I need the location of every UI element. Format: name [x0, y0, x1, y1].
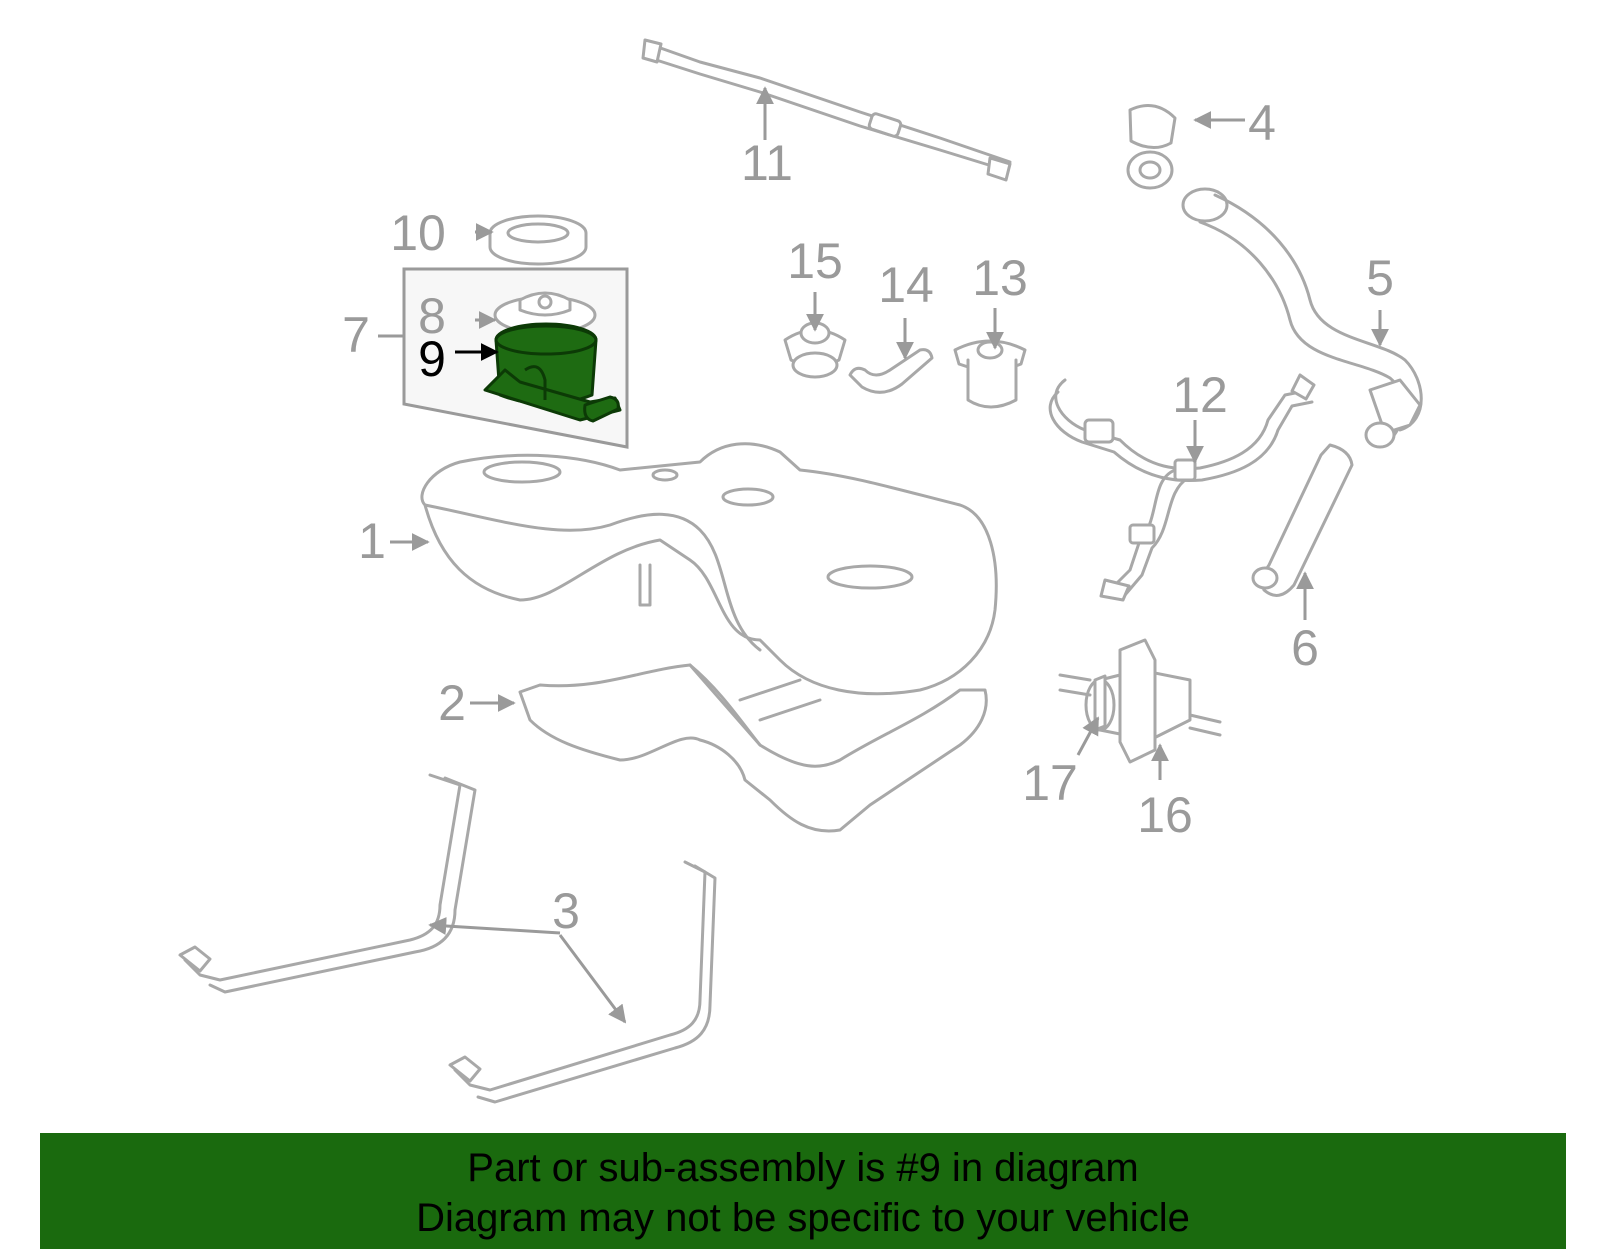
part-11-harness	[641, 38, 1012, 182]
callout-4: 4	[1248, 95, 1276, 151]
callout-16: 16	[1137, 787, 1193, 843]
part-4-cap	[1126, 104, 1177, 190]
part-15-valve	[783, 321, 847, 379]
callout-1: 1	[358, 513, 386, 569]
banner-line-2: Diagram may not be specific to your vehi…	[416, 1196, 1190, 1240]
part-13-filter	[953, 339, 1027, 409]
callout-12: 12	[1172, 367, 1228, 423]
callout-9-highlighted: 9	[418, 331, 446, 387]
part-12-vapor-lines	[1048, 373, 1316, 602]
callout-5: 5	[1366, 250, 1394, 306]
part-5-filler-pipe	[1181, 187, 1423, 449]
callout-6: 6	[1291, 620, 1319, 676]
callout-3: 3	[552, 883, 580, 939]
callout-17: 17	[1022, 755, 1078, 811]
callout-13: 13	[972, 250, 1028, 306]
part-3-strap-left	[178, 773, 477, 994]
part-1-fuel-tank	[420, 442, 998, 696]
part-14-hose	[848, 348, 934, 394]
part-9-fuel-pump-highlighted	[483, 322, 622, 423]
part-2-heat-shield	[518, 663, 988, 833]
callout-7: 7	[342, 307, 370, 363]
parts-diagram: 11 4 5 6 12 13 14 15 10 8 9 7 1 2 17 16 …	[178, 38, 1423, 1104]
callout-15: 15	[787, 233, 843, 289]
info-banner: Part or sub-assembly is #9 in diagram Di…	[40, 1133, 1566, 1249]
callout-10: 10	[390, 205, 446, 261]
callout-2: 2	[438, 675, 466, 731]
part-6-hose	[1251, 443, 1354, 597]
part-3-strap-right	[448, 860, 717, 1104]
callout-14: 14	[878, 257, 934, 313]
leader-lines	[378, 86, 1389, 1024]
banner-line-1: Part or sub-assembly is #9 in diagram	[467, 1146, 1139, 1190]
part-10-lock-ring	[488, 214, 588, 266]
callout-11: 11	[741, 135, 793, 191]
callout-8: 8	[418, 288, 446, 344]
